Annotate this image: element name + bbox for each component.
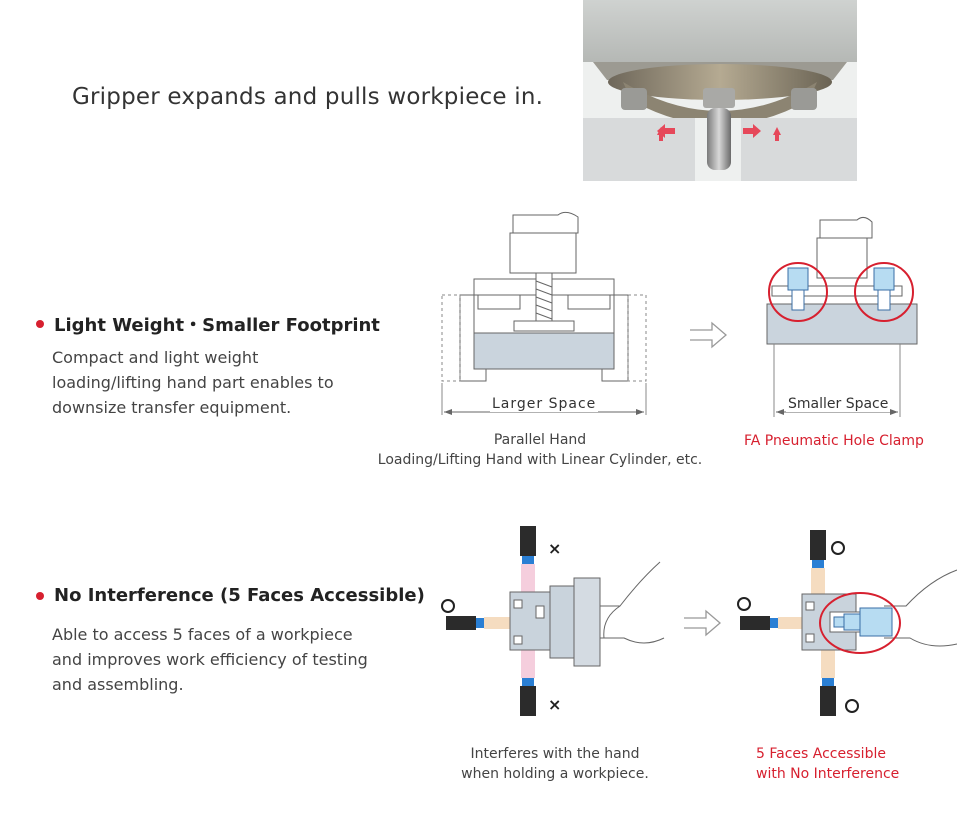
gripper-photo xyxy=(583,0,857,181)
smaller-space-label: Smaller Space xyxy=(786,396,891,412)
interference-diagram: × × xyxy=(441,526,665,716)
caption-line: with No Interference xyxy=(756,766,900,782)
feature-title-no-interference: No Interference (5 Faces Accessible) xyxy=(36,585,425,606)
caption-line: Interferes with the hand xyxy=(470,746,640,762)
arrow-right-icon xyxy=(684,609,721,637)
feature-title-text: No Interference (5 Faces Accessible) xyxy=(54,585,425,606)
feature-body-no-interference: Able to access 5 faces of a workpiece an… xyxy=(52,622,368,697)
no-interference-caption: 5 Faces Accessible with No Interference xyxy=(756,744,899,784)
caption-line: 5 Faces Accessible xyxy=(756,746,886,762)
feature-title-text: Light Weight・Smaller Footprint xyxy=(54,315,380,336)
parallel-hand-caption: Parallel Hand Loading/Lifting Hand with … xyxy=(370,430,710,470)
bullet-icon xyxy=(36,320,44,328)
caption-line: Loading/Lifting Hand with Linear Cylinde… xyxy=(377,452,703,468)
headline: Gripper expands and pulls workpiece in. xyxy=(72,84,544,110)
caption-line: when holding a workpiece. xyxy=(461,766,649,782)
body-line: and assembling. xyxy=(52,675,184,694)
body-line: Able to access 5 faces of a workpiece xyxy=(52,625,353,644)
hole-clamp-diagram xyxy=(766,216,918,417)
svg-text:×: × xyxy=(548,695,561,714)
feature-body-light-weight: Compact and light weight loading/lifting… xyxy=(52,345,334,420)
hole-clamp-caption: FA Pneumatic Hole Clamp xyxy=(744,433,924,449)
svg-text:×: × xyxy=(548,539,561,558)
bullet-icon xyxy=(36,591,44,600)
arrow-right-icon xyxy=(690,321,727,349)
caption-line: Parallel Hand xyxy=(493,432,587,448)
body-line: and improves work efficiency of testing xyxy=(52,650,368,669)
body-line: Compact and light weight xyxy=(52,348,259,367)
feature-title-light-weight: Light Weight・Smaller Footprint xyxy=(36,311,380,337)
parallel-hand-diagram xyxy=(441,211,647,415)
interference-caption: Interferes with the hand when holding a … xyxy=(430,744,680,784)
body-line: loading/lifting hand part enables to xyxy=(52,373,334,392)
body-line: downsize transfer equipment. xyxy=(52,398,292,417)
larger-space-label: Larger Space xyxy=(490,396,599,412)
no-interference-diagram xyxy=(737,530,957,716)
